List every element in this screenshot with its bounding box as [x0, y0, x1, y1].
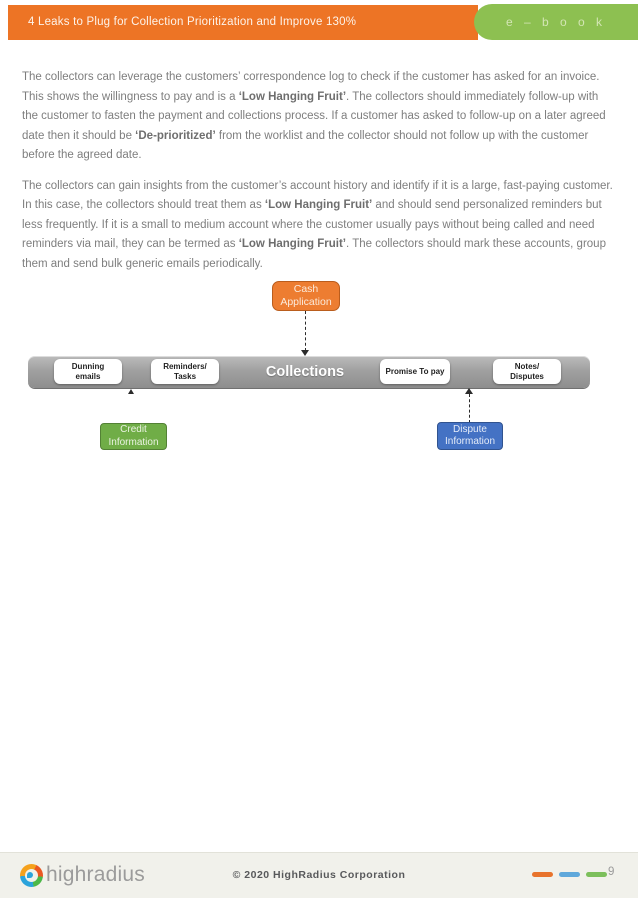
dash-blue	[559, 872, 580, 877]
dash-orange	[532, 872, 553, 877]
footer-dashes	[532, 872, 607, 877]
footer: highradius © 2020 HighRadius Corporation…	[0, 852, 638, 898]
arrow-down-icon	[301, 350, 309, 356]
chip-reminders-tasks: Reminders/ Tasks	[151, 359, 219, 384]
credit-information-box: Credit Information	[100, 423, 167, 450]
header-bar: 4 Leaks to Plug for Collection Prioritiz…	[8, 5, 478, 40]
paragraph: The collectors can leverage the customer…	[22, 71, 606, 161]
collections-label: Collections	[265, 364, 345, 380]
chip-notes-disputes: Notes/ Disputes	[493, 359, 561, 384]
copyright-text: © 2020 HighRadius Corporation	[232, 869, 406, 881]
highradius-logo-icon	[20, 863, 43, 887]
page-title: 4 Leaks to Plug for Collection Prioritiz…	[28, 16, 357, 28]
dispute-information-box: Dispute Information	[437, 422, 503, 450]
connector-dispute-to-collections	[469, 394, 470, 423]
arrow-up-icon	[465, 388, 473, 394]
chip-promise-to-pay: Promise To pay	[380, 359, 450, 384]
cash-application-box: Cash Application	[272, 281, 340, 311]
dash-green	[586, 872, 607, 877]
body-text: The collectors can leverage the customer…	[22, 68, 614, 285]
connector-cash-to-collections	[305, 311, 306, 351]
arrow-up-icon	[128, 389, 134, 394]
chip-dunning-emails: Dunning emails	[54, 359, 122, 384]
paragraph: The collectors can gain insights from th…	[22, 179, 613, 270]
page-number: 9	[608, 866, 615, 878]
highradius-logo: highradius	[20, 863, 145, 887]
ebook-badge: e – b o o k	[474, 4, 638, 40]
logo-text: highradius	[46, 863, 145, 886]
